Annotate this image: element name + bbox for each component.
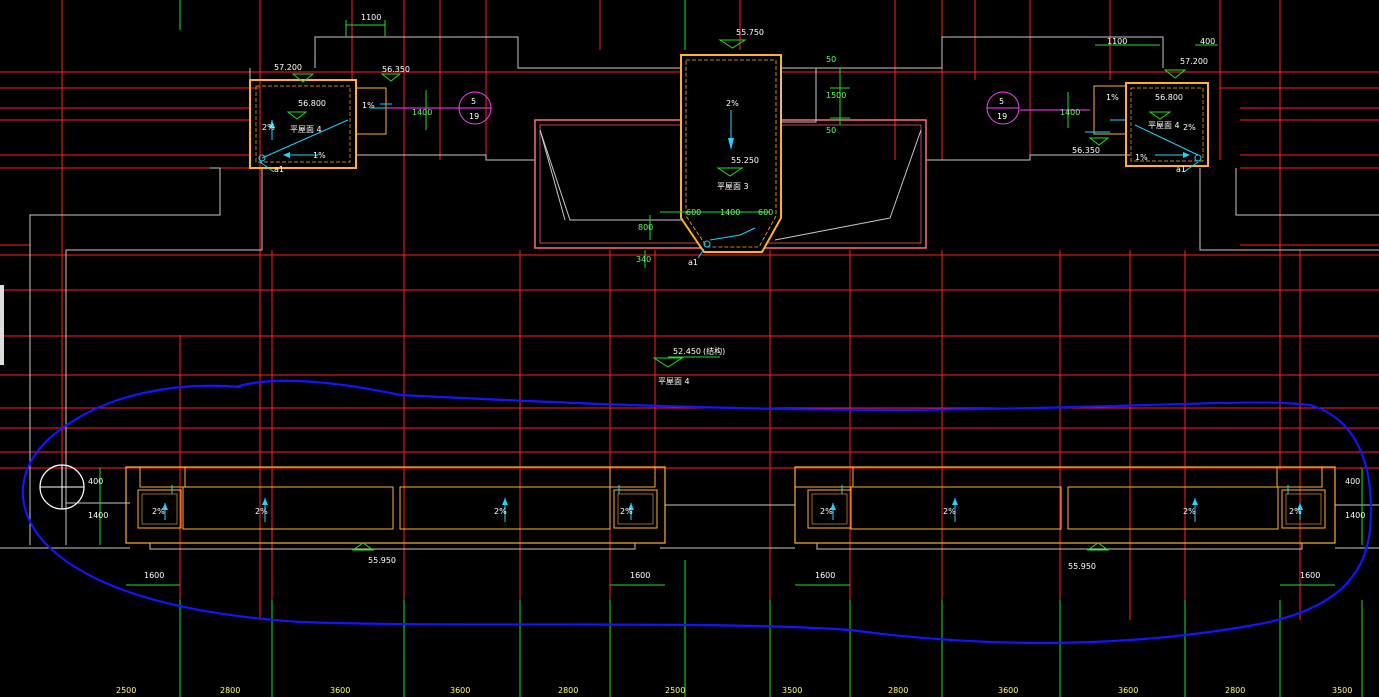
dim-label: 1100 xyxy=(361,13,381,22)
drain-label: a1 xyxy=(688,258,698,267)
slope-label: 2% xyxy=(152,507,165,516)
dim-label: 1400 xyxy=(412,108,432,117)
elevation-label: 56.350 xyxy=(1072,146,1100,155)
dim-label: 600 xyxy=(686,208,701,217)
dim-label: 400 xyxy=(1200,37,1215,46)
dim-label: 1100 xyxy=(1107,37,1127,46)
elevation-label: 57.200 xyxy=(1180,57,1208,66)
slope-label: 1% xyxy=(313,151,326,160)
red-vertical-grid xyxy=(61,0,1301,620)
dim-label: 340 xyxy=(636,255,651,264)
window-edge-strip xyxy=(0,285,4,365)
elevation-label: 56.350 xyxy=(382,65,410,74)
top-center-roof xyxy=(534,39,927,268)
elevation-label-top-center: 55.750 xyxy=(736,28,764,37)
slope-label: 2% xyxy=(820,507,833,516)
axis-dim-label: 3600 xyxy=(998,686,1018,695)
slope-label: 2% xyxy=(943,507,956,516)
dim-label: 400 xyxy=(88,477,103,486)
detail-callout-number: 5 xyxy=(999,97,1004,106)
dim-label: 1600 xyxy=(815,571,835,580)
top-left-texts: 1100 57.200 56.350 56.800 平屋面 4 2% 1% 1%… xyxy=(262,13,479,174)
slope-label: 2% xyxy=(255,507,268,516)
elevation-label-bottom-right: 55.950 xyxy=(1068,562,1096,571)
slope-label: 2% xyxy=(620,507,633,516)
dim-label: 1600 xyxy=(1300,571,1320,580)
elevation-label-mid-center: 55.250 xyxy=(731,156,759,165)
axis-dim-label: 3600 xyxy=(330,686,350,695)
elevation-note-middle: (结构) xyxy=(703,346,725,356)
green-axis-grid xyxy=(179,0,1363,697)
dim-label: 1500 xyxy=(826,91,846,100)
dim-label: 1600 xyxy=(144,571,164,580)
top-left-block xyxy=(249,20,492,173)
slope-label: 2% xyxy=(494,507,507,516)
dim-label: 600 xyxy=(758,208,773,217)
blue-freehand-highlight-loop xyxy=(21,379,1372,645)
slope-label: 2% xyxy=(1183,123,1196,132)
dim-label: 50 xyxy=(826,126,836,135)
elevation-label: 56.800 xyxy=(1155,93,1183,102)
top-right-block xyxy=(986,44,1218,173)
middle-roof-label: 52.450 (结构) 平屋面 4 xyxy=(652,346,725,386)
detail-callout-sheet: 19 xyxy=(469,112,479,121)
top-center-texts: 55.750 2% 55.250 平屋面 3 600 1400 600 50 1… xyxy=(636,28,846,267)
bottom-right-texts: 400 1400 2% 2% 2% 2% 55.950 1600 1600 xyxy=(815,477,1365,580)
axis-dim-label: 2500 xyxy=(665,686,685,695)
axis-dim-label: 2800 xyxy=(888,686,908,695)
elevation-label: 57.200 xyxy=(274,63,302,72)
roof-label-center: 平屋面 3 xyxy=(717,182,749,191)
axis-dim-label: 2800 xyxy=(1225,686,1245,695)
slope-label: 2% xyxy=(1183,507,1196,516)
drain-label: a1 xyxy=(1176,165,1186,174)
axis-dim-label: 2800 xyxy=(220,686,240,695)
bottom-left-texts: 400 1400 2% 2% 2% 2% 55.950 1600 1600 xyxy=(88,477,650,580)
dim-label: 50 xyxy=(826,55,836,64)
axis-dim-label: 3600 xyxy=(1118,686,1138,695)
detail-callout-sheet: 19 xyxy=(997,112,1007,121)
dim-label: 1400 xyxy=(1060,108,1080,117)
roof-label-right: 平屋面 4 xyxy=(1148,121,1180,130)
axis-dim-label: 3500 xyxy=(782,686,802,695)
dim-label: 800 xyxy=(638,223,653,232)
dim-label: 1400 xyxy=(720,208,740,217)
bottom-left-block xyxy=(39,464,666,586)
roof-label-middle: 平屋面 4 xyxy=(658,377,690,386)
detail-callout-number: 5 xyxy=(471,97,476,106)
roof-label-left: 平屋面 4 xyxy=(290,125,322,134)
slope-label: 2% xyxy=(262,123,275,132)
bottom-axis-dimensions: 2500 2800 3600 3600 2800 2500 3500 2800 … xyxy=(116,686,1352,695)
axis-dim-label: 2500 xyxy=(116,686,136,695)
elevation-label: 56.800 xyxy=(298,99,326,108)
elevation-label-middle: 52.450 xyxy=(673,347,701,356)
slope-label: 2% xyxy=(1289,507,1302,516)
drain-label: a1 xyxy=(274,165,284,174)
axis-dim-label: 2800 xyxy=(558,686,578,695)
dim-label: 1600 xyxy=(630,571,650,580)
axis-dim-label: 3600 xyxy=(450,686,470,695)
slope-label-top-center: 2% xyxy=(726,99,739,108)
bottom-right-block xyxy=(794,466,1363,586)
slope-label: 1% xyxy=(362,101,375,110)
slope-label: 1% xyxy=(1106,93,1119,102)
dim-label: 1400 xyxy=(1345,511,1365,520)
dim-label: 400 xyxy=(1345,477,1360,486)
dim-label: 1400 xyxy=(88,511,108,520)
slope-label: 1% xyxy=(1135,153,1148,162)
elevation-label-bottom-left: 55.950 xyxy=(368,556,396,565)
top-right-texts: 1100 400 57.200 56.800 平屋面 4 2% 1% 1% 56… xyxy=(997,37,1215,174)
axis-dim-label: 3500 xyxy=(1332,686,1352,695)
